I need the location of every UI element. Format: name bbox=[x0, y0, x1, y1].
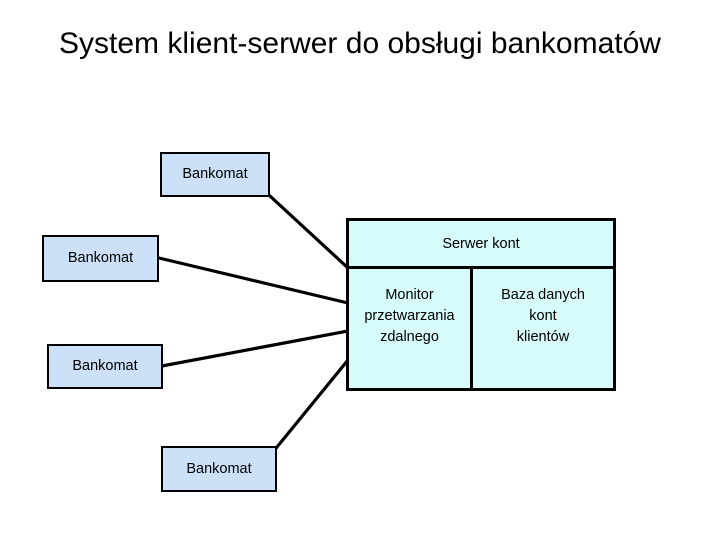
atm-node-4-label: Bankomat bbox=[186, 460, 252, 477]
atm-node-3[interactable]: Bankomat bbox=[47, 344, 163, 389]
connector-atm-3 bbox=[160, 329, 350, 368]
atm-node-4[interactable]: Bankomat bbox=[161, 446, 277, 492]
server-compartment-monitor[interactable]: Monitor przetwarzania zdalnego bbox=[349, 269, 473, 388]
account-server-panel[interactable]: Serwer kont Monitor przetwarzania zdalne… bbox=[346, 218, 616, 391]
connector-atm-4 bbox=[274, 357, 351, 450]
connector-atm-2 bbox=[157, 256, 350, 305]
atm-node-3-label: Bankomat bbox=[72, 358, 138, 375]
connector-atm-1 bbox=[267, 193, 351, 271]
page-title: System klient-serwer do obsługi bankomat… bbox=[59, 27, 661, 60]
atm-node-1-label: Bankomat bbox=[182, 166, 248, 183]
server-compartment-database[interactable]: Baza danych kont klientów bbox=[501, 287, 585, 346]
atm-node-2[interactable]: Bankomat bbox=[42, 235, 159, 282]
server-panel-title: Serwer kont bbox=[349, 221, 613, 269]
atm-node-1[interactable]: Bankomat bbox=[160, 152, 270, 197]
atm-node-2-label: Bankomat bbox=[67, 250, 134, 267]
server-panel-body: Monitor przetwarzania zdalnego Baza dany… bbox=[349, 269, 613, 388]
